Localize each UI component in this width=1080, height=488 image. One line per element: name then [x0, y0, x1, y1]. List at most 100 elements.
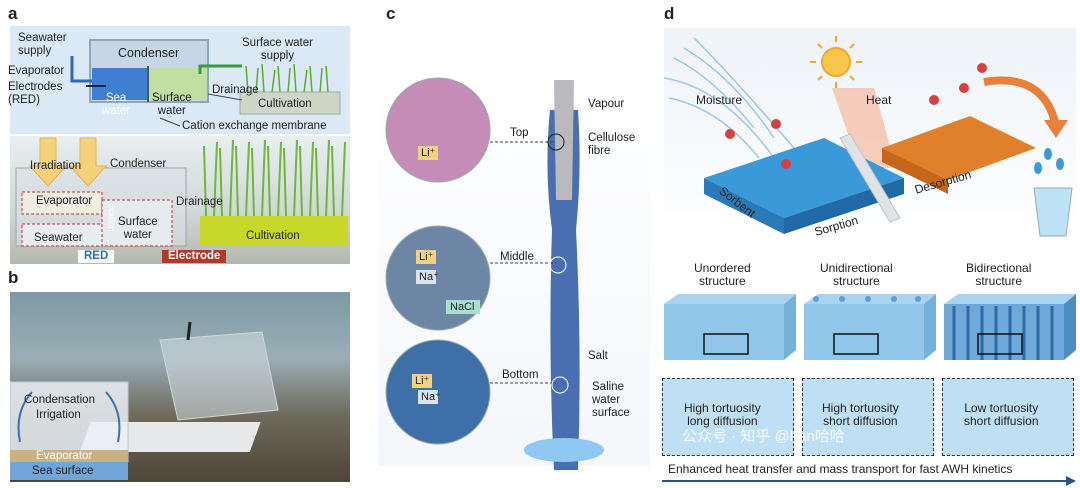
label-photo-cultivation: Cultivation	[246, 230, 300, 242]
inset-sea	[10, 462, 128, 480]
surface-water-block	[101, 199, 173, 247]
water-droplets	[1034, 148, 1064, 174]
marker-middle	[549, 256, 567, 274]
watermark: 公众号 · 知乎 @han哈哈	[682, 428, 845, 445]
desc-box-unordered	[662, 378, 794, 456]
desorption-side	[882, 148, 948, 194]
panel-letter-d: d	[664, 4, 675, 23]
panel-b-photo: Condensation Irrigation Evaporator Sea s…	[10, 292, 350, 482]
label-li-middle: Li⁺	[419, 251, 434, 263]
tag-red: RED	[78, 250, 115, 263]
sorbent-side	[704, 178, 784, 234]
sun-icon	[821, 47, 851, 77]
cultivation-tray	[200, 216, 348, 246]
label-salt: Salt	[588, 350, 608, 362]
label-na-middle: Na⁺	[419, 271, 439, 283]
release-arrowhead	[1044, 120, 1068, 138]
panel-a-schematic: Seawater supply Evaporator Electrodes (R…	[8, 26, 350, 134]
structure-bidirectional	[944, 294, 1076, 360]
desc-bidirectional: Low tortuosity short diffusion	[964, 401, 1039, 428]
badge-na-bottom	[418, 390, 438, 404]
label-surface-water: Surface water	[152, 92, 192, 117]
label-moisture: Moisture	[696, 93, 743, 107]
label-nafion: Nafion	[106, 205, 117, 232]
desorption-block	[882, 116, 1036, 180]
desc-unidirectional: High tortuosity short diffusion	[822, 401, 899, 428]
panel-d-top-drawing	[664, 36, 1073, 237]
desc-box-unidirectional	[802, 378, 934, 456]
badge-na-middle	[416, 270, 436, 284]
label-evaporator: Evaporator	[8, 65, 65, 77]
moisture-swirls	[664, 37, 795, 159]
panel-a-schematic-drawing	[70, 39, 341, 127]
label-photo-surface-water: Surface water	[118, 216, 158, 241]
inset-arrow-right	[105, 391, 121, 443]
structure-unidirectional	[804, 294, 936, 360]
grass-field	[203, 139, 346, 217]
cultivation-tray	[239, 91, 341, 115]
label-photo-evaporator: Evaporator	[36, 195, 93, 207]
water-molecules	[725, 63, 987, 169]
greenhouse-handle	[186, 321, 192, 341]
sun-rays	[810, 36, 862, 88]
panel-letter-c: c	[386, 4, 396, 23]
label-irrigation: Irrigation	[36, 409, 81, 421]
label-condensation: Condensation	[24, 394, 95, 406]
panel-c-drawing	[385, 77, 604, 470]
divider-panel	[839, 133, 901, 223]
label-drainage: Drainage	[212, 84, 259, 96]
release-arrow	[983, 76, 1060, 127]
badge-li-middle	[416, 250, 436, 264]
title-unidirectional: Unidirectional structure	[820, 261, 893, 288]
label-photo-drainage: Drainage	[176, 196, 223, 208]
label-cellulose-fibre: Cellulose fibre	[588, 132, 636, 157]
label-li-top: Li⁺	[421, 147, 436, 159]
title-bidirectional: Bidirectional structure	[966, 261, 1032, 288]
water-cup	[1033, 187, 1073, 237]
bottom-caption: Enhanced heat transfer and mass transpor…	[668, 462, 1013, 476]
grass-blades	[245, 63, 329, 93]
inset-evaporator	[10, 450, 128, 462]
greenhouse-box	[159, 331, 279, 421]
label-na-bottom: Na⁺	[421, 391, 441, 403]
label-saline-water-surface: Saline water surface	[592, 381, 630, 419]
label-middle: Middle	[500, 251, 534, 263]
label-b-evaporator: Evaporator	[36, 450, 93, 462]
heat-ray	[832, 88, 896, 168]
badge-li-top	[418, 146, 438, 160]
seawater-pipe	[70, 56, 92, 83]
tag-electrode: Electrode	[162, 250, 227, 263]
structure-unordered	[664, 294, 796, 360]
zoom-top-circle	[385, 77, 491, 183]
marker-bottom	[551, 376, 569, 394]
sea-water-pool	[92, 68, 148, 100]
label-top: Top	[510, 127, 529, 139]
label-sea-water: Sea water	[102, 92, 131, 117]
label-irradiation: Irradiation	[30, 160, 82, 172]
irradiation-arrows	[28, 137, 108, 187]
label-li-bottom: Li⁺	[415, 375, 430, 387]
label-condenser: Condenser	[118, 46, 180, 60]
drainage-line	[207, 93, 243, 101]
label-bottom: Bottom	[502, 369, 539, 381]
panel-b-drawing	[10, 321, 279, 480]
surface-water-pipe	[198, 64, 242, 74]
label-surface-water-supply: Surface water supply	[242, 37, 313, 62]
desc-box-bidirectional	[942, 378, 1074, 456]
badge-li-bottom	[412, 374, 432, 388]
label-seawater-supply: Seawater supply	[18, 32, 67, 57]
membrane-pointer	[159, 117, 181, 127]
label-electrodes: Electrodes (RED)	[8, 81, 63, 106]
inset-arrow-left	[17, 391, 33, 443]
desc-unordered: High tortuosity long diffusion	[684, 401, 761, 428]
surface-water-pool	[149, 68, 207, 100]
title-unordered: Unordered structure	[694, 261, 751, 288]
badge-nacl	[446, 300, 480, 314]
marker-top	[547, 133, 565, 151]
label-sea-surface: Sea surface	[32, 465, 94, 477]
label-cation-membrane: Cation exchange membrane	[182, 120, 327, 132]
label-nacl: NaCl	[450, 301, 475, 313]
saline-water-pool	[524, 438, 604, 462]
caption-arrow	[662, 476, 1076, 486]
panel-letter-b: b	[8, 268, 19, 287]
